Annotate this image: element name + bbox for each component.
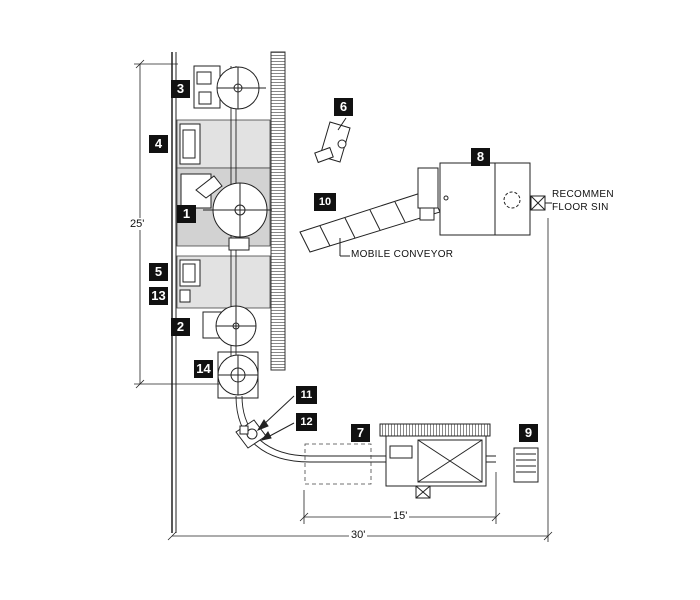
equipment-14-turntable — [217, 351, 259, 399]
equipment-8-unit — [417, 162, 531, 236]
equipment-2-machine — [202, 305, 257, 347]
equipment-7-table — [379, 423, 491, 499]
equipment-4-cabinet — [179, 123, 201, 165]
curved-conveyor — [235, 395, 496, 463]
equipment-3-machine — [193, 65, 266, 110]
floor-sink-note-line-1: RECOMMEN — [552, 189, 614, 200]
dimension-inner-width-label: 15' — [391, 510, 410, 522]
floor-sink-symbol — [530, 195, 552, 211]
equipment-label-1: 1 — [177, 205, 196, 223]
equipment-11-12-unit — [235, 419, 267, 449]
dashed-footprint — [304, 443, 372, 485]
equipment-label-11: 11 — [296, 386, 317, 404]
equipment-label-12: 12 — [296, 413, 317, 431]
equipment-6-machine — [314, 117, 351, 164]
equipment-label-7: 7 — [351, 424, 370, 442]
equipment-label-2: 2 — [171, 318, 190, 336]
equipment-5-cabinet — [179, 259, 201, 303]
equipment-label-13: 13 — [149, 287, 168, 305]
equipment-label-3: 3 — [171, 80, 190, 98]
equipment-label-4: 4 — [149, 135, 168, 153]
dimension-height-label: 25' — [128, 218, 147, 230]
mobile-conveyor-note: MOBILE CONVEYOR — [351, 249, 454, 260]
equipment-label-14: 14 — [194, 360, 213, 378]
equipment-label-9: 9 — [519, 424, 538, 442]
vertical-rack-conveyor — [270, 51, 286, 371]
floor-sink-note-line-2: FLOOR SIN — [552, 202, 609, 213]
callout-arrows — [256, 395, 295, 441]
equipment-1-machine — [180, 173, 272, 251]
equipment-label-6: 6 — [334, 98, 353, 116]
building-wall — [171, 52, 177, 533]
equipment-label-8: 8 — [471, 148, 490, 166]
equipment-label-5: 5 — [149, 263, 168, 281]
dimension-width-label: 30' — [349, 529, 368, 541]
equipment-label-10: 10 — [314, 193, 336, 211]
equipment-9-station — [513, 447, 539, 483]
